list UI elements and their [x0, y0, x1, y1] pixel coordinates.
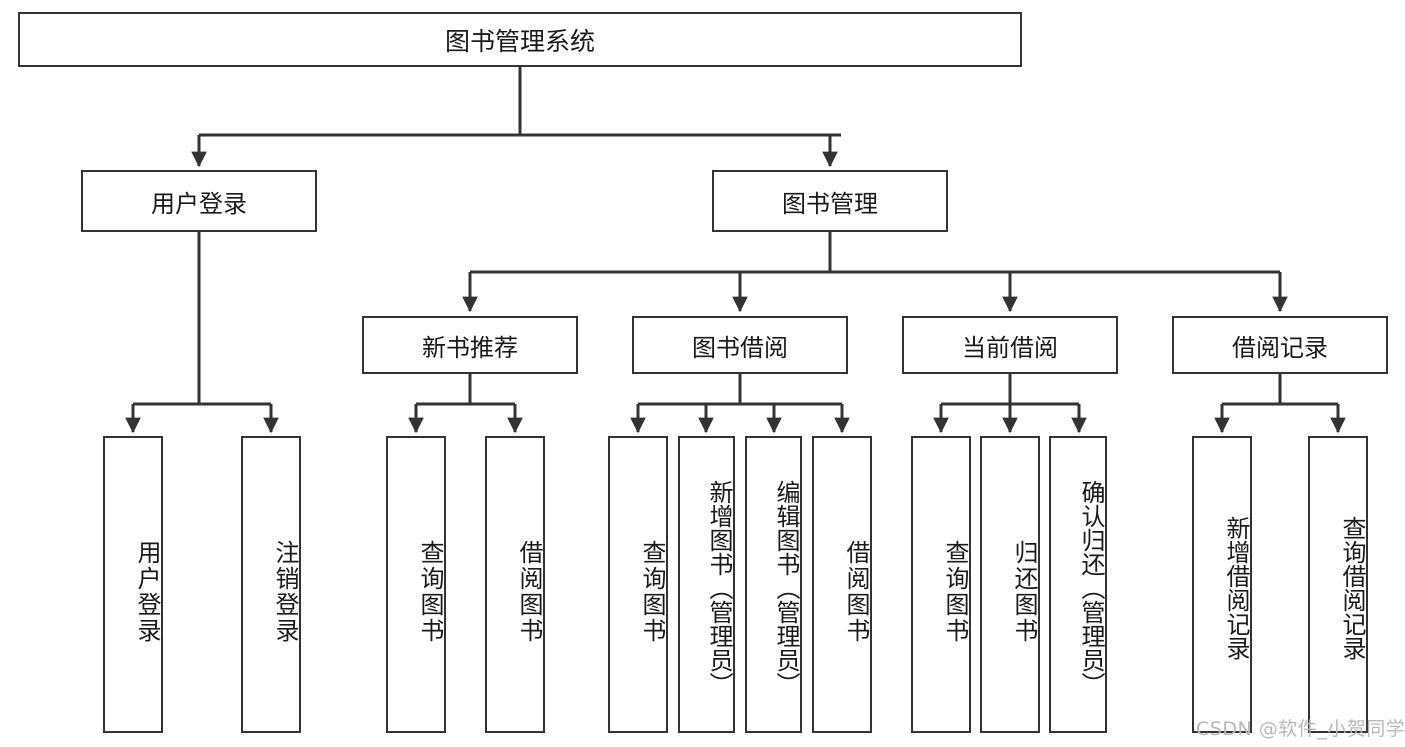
node-label: 当前借阅	[962, 333, 1058, 362]
node-label: 查询图书	[416, 539, 444, 644]
node-label: 图书借阅	[692, 333, 788, 362]
node-label: 编辑图书（管理员）	[772, 479, 800, 696]
node-label: 归还图书	[1010, 539, 1038, 644]
node-borrow-records[interactable]: 借阅记录	[1172, 316, 1388, 374]
leaf-query-book-recommend[interactable]: 查询图书	[386, 436, 446, 733]
node-label: 用户登录	[133, 539, 161, 644]
node-label: 新增图书（管理员）	[705, 479, 733, 696]
leaf-query-borrow-record[interactable]: 查询借阅记录	[1308, 436, 1368, 733]
leaf-edit-book-admin[interactable]: 编辑图书（管理员）	[745, 436, 802, 733]
node-label: 用户登录	[151, 189, 247, 218]
leaf-confirm-return-admin[interactable]: 确认归还（管理员）	[1049, 436, 1107, 733]
watermark-text: CSDN @软件_小贺同学	[1196, 718, 1405, 740]
node-book-borrow[interactable]: 图书借阅	[632, 316, 848, 374]
node-root-system[interactable]: 图书管理系统	[18, 12, 1022, 67]
node-label: 借阅图书	[515, 539, 543, 644]
leaf-query-book-current[interactable]: 查询图书	[911, 436, 971, 733]
node-label: 新增借阅记录	[1222, 515, 1250, 660]
node-label: 图书管理系统	[444, 26, 595, 56]
node-label: 查询图书	[941, 539, 969, 644]
leaf-borrow-book[interactable]: 借阅图书	[812, 436, 872, 733]
node-current-borrow[interactable]: 当前借阅	[902, 316, 1118, 374]
node-new-book-recommend[interactable]: 新书推荐	[362, 316, 578, 374]
leaf-return-book[interactable]: 归还图书	[980, 436, 1040, 733]
node-user-login[interactable]: 用户登录	[81, 170, 317, 232]
leaf-query-book-borrow[interactable]: 查询图书	[608, 436, 668, 733]
node-label: 借阅图书	[842, 539, 870, 644]
leaf-user-logout[interactable]: 注销登录	[241, 436, 301, 733]
node-label: 借阅记录	[1232, 333, 1328, 362]
node-label: 查询借阅记录	[1338, 515, 1366, 660]
leaf-user-login[interactable]: 用户登录	[103, 436, 163, 733]
node-book-management[interactable]: 图书管理	[712, 170, 948, 232]
node-label: 注销登录	[271, 539, 299, 644]
leaf-add-borrow-record[interactable]: 新增借阅记录	[1192, 436, 1252, 733]
leaf-add-book-admin[interactable]: 新增图书（管理员）	[678, 436, 735, 733]
leaf-borrow-book-recommend[interactable]: 借阅图书	[485, 436, 545, 733]
node-label: 新书推荐	[422, 333, 518, 362]
node-label: 确认归还（管理员）	[1077, 479, 1105, 696]
node-label: 图书管理	[782, 189, 878, 218]
node-label: 查询图书	[638, 539, 666, 644]
